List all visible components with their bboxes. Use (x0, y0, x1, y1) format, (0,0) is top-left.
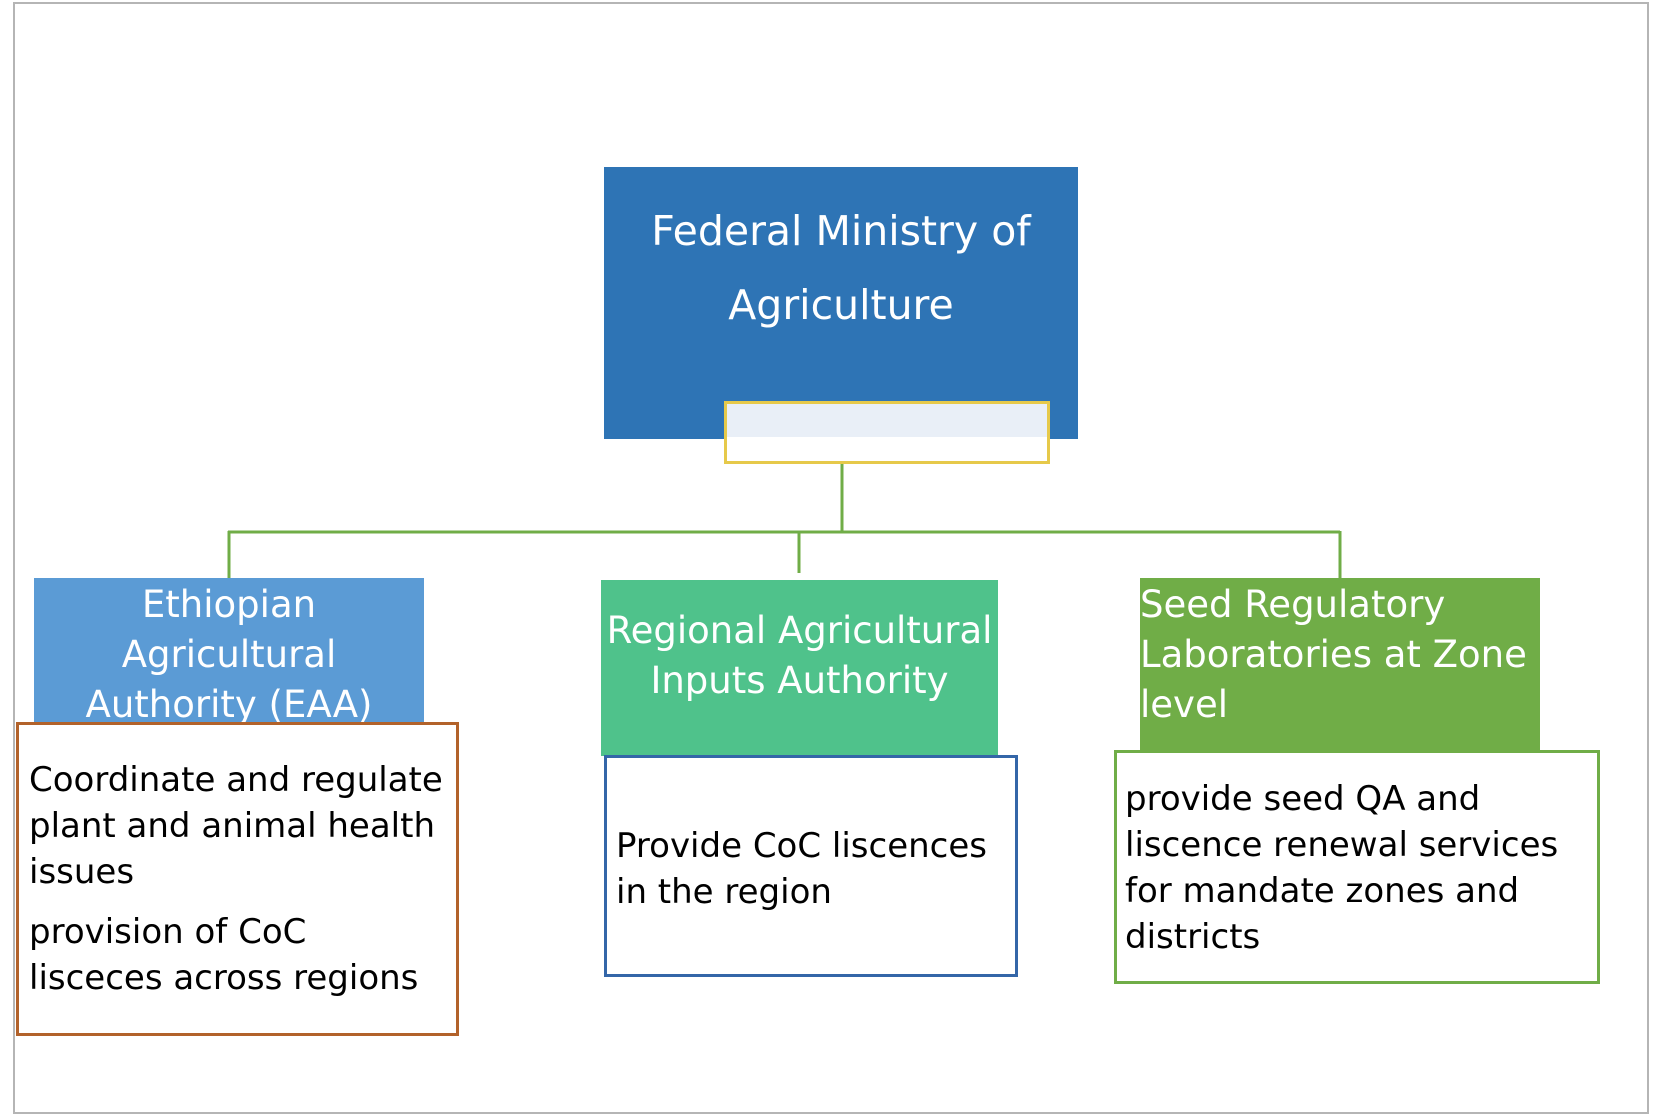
rai-description-1: Provide CoC liscences in the region (616, 826, 987, 912)
eaa-description-box: Coordinate and regulate plant and animal… (16, 722, 459, 1036)
rai-title-box: Regional Agricultural Inputs Authority (601, 580, 998, 756)
highlight-box (724, 401, 1050, 464)
eaa-description-2: provision of CoC lisceces across regions (29, 912, 419, 998)
eaa-description-1: Coordinate and regulate plant and animal… (29, 760, 443, 892)
eaa-title: Ethiopian Agricultural Authority (EAA) (85, 583, 373, 726)
srl-description-1: provide seed QA and liscence renewal ser… (1125, 779, 1559, 957)
srl-description-box: provide seed QA and liscence renewal ser… (1114, 750, 1600, 984)
federal-ministry-box: Federal Ministry of Agriculture (604, 167, 1078, 439)
rai-description-box: Provide CoC liscences in the region (604, 755, 1018, 977)
rai-title: Regional Agricultural Inputs Authority (606, 609, 993, 702)
federal-ministry-label: Federal Ministry of Agriculture (651, 207, 1031, 329)
diagram-frame (13, 2, 1649, 1114)
eaa-title-box: Ethiopian Agricultural Authority (EAA) (34, 578, 424, 726)
srl-title-box: Seed Regulatory Laboratories at Zone lev… (1140, 578, 1540, 754)
srl-title: Seed Regulatory Laboratories at Zone lev… (1140, 583, 1527, 726)
highlight-box-lower (727, 437, 1047, 461)
